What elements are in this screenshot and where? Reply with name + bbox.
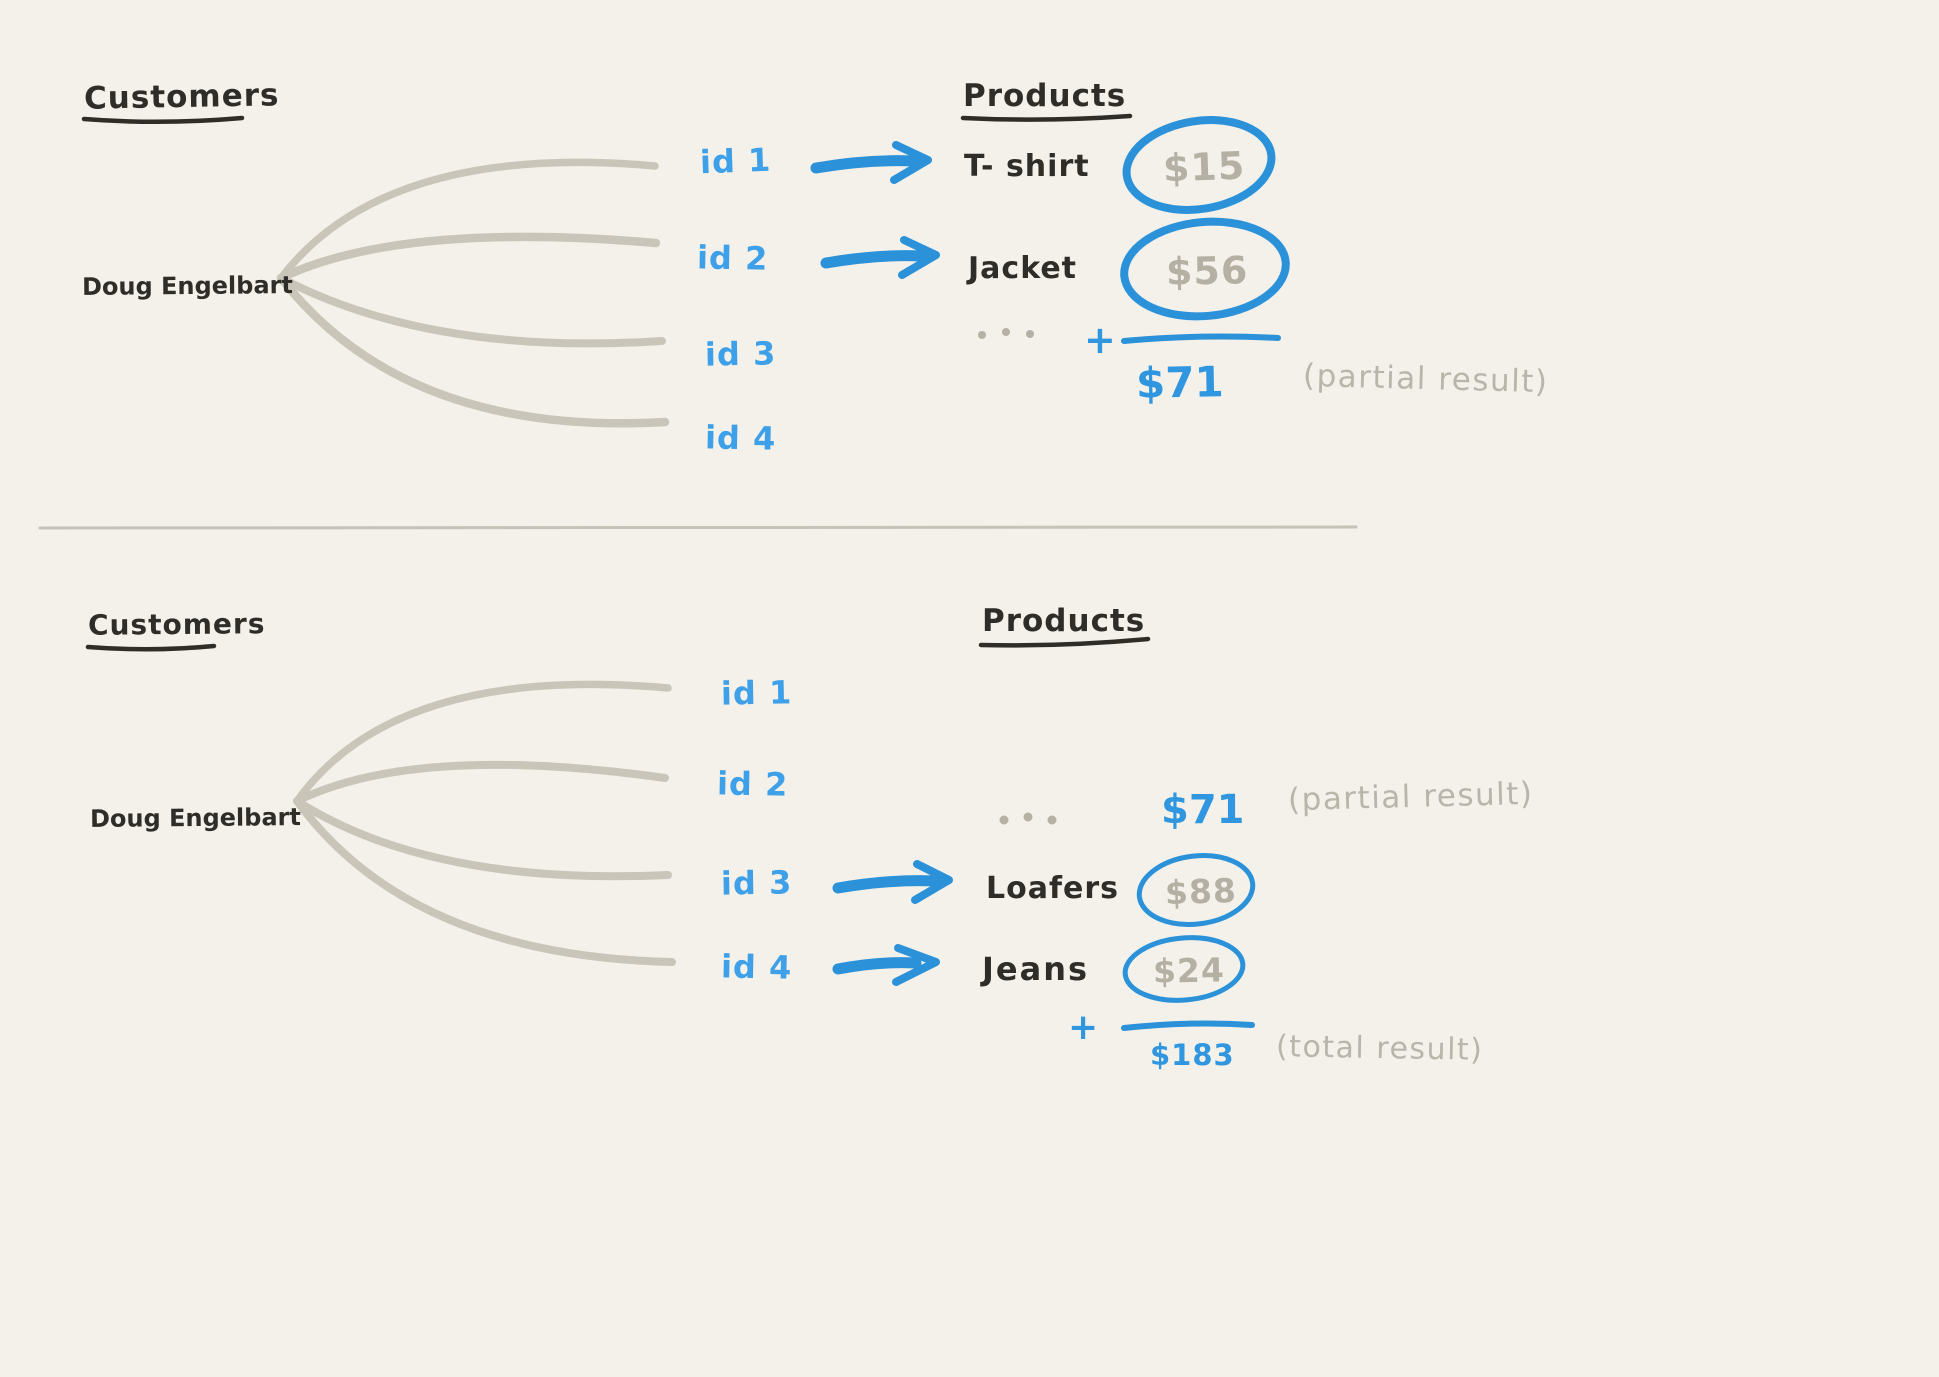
section-divider [38,525,1358,530]
ellipsis-dots-top [978,328,1034,339]
partial-sum-value-bottom: $71 [1161,787,1245,833]
product-name-loafers: Loafers [986,871,1120,906]
price-loafers: $88 [1164,870,1238,913]
customers-heading-top: Customers [83,77,280,117]
ellipsis-dots-bottom [999,812,1057,825]
id-label-3-bottom: id 3 [720,863,793,903]
id-label-4-top: id 4 [704,418,777,458]
price-circle-tshirt [1122,116,1276,214]
mapping-arrow-id4-jeans [832,944,940,986]
partial-sum-line-top [1121,333,1281,344]
products-underline-bottom [978,636,1151,648]
id-label-2-bottom: id 2 [716,764,789,804]
fan-line-id4-top [276,273,670,428]
customers-underline-bottom [85,643,217,652]
id-label-4-bottom: id 4 [720,947,793,987]
price-tshirt: $15 [1162,143,1247,191]
product-name-jeans: Jeans [982,950,1090,988]
mapping-arrow-id3-loafers [832,860,953,904]
fan-line-id3-top [277,274,666,348]
partial-sum-value-top: $71 [1135,357,1225,408]
price-jeans: $24 [1152,950,1226,991]
id-label-1-bottom: id 1 [720,673,793,713]
customers-underline-top [81,115,245,125]
total-sum-line-bottom [1121,1020,1255,1031]
product-name-jacket: Jacket [968,251,1078,286]
mapping-arrow-id1-tshirt [810,141,932,184]
id-label-1-top: id 1 [699,140,772,182]
products-underline-top [960,113,1133,122]
fan-line-id4-bottom [293,797,676,966]
total-sum-value: $183 [1150,1038,1235,1072]
fan-line-id3-bottom [293,797,672,881]
fan-line-id1-bottom [293,680,672,805]
products-heading-bottom: Products [982,603,1146,639]
fan-line-id1-top [277,158,659,282]
customers-heading-bottom: Customers [87,607,266,642]
price-circle-jeans [1122,935,1246,1003]
customer-node-bottom: Doug Engelbart [89,803,302,833]
price-jacket: $56 [1165,248,1249,294]
total-result-note: (total result) [1275,1029,1484,1068]
mapping-arrow-id2-jacket [820,236,940,279]
id-label-3-top: id 3 [704,334,777,374]
id-label-2-top: id 2 [696,238,769,278]
partial-result-note-top: (partial result) [1302,357,1549,401]
fan-line-id2-top [276,232,661,283]
plus-sign-bottom: + [1068,1007,1099,1048]
plus-sign-top: + [1084,318,1116,362]
customer-node-top: Doug Engelbart [81,271,294,301]
price-circle-loafers [1136,853,1256,927]
products-heading-top: Products [963,78,1127,114]
price-circle-jacket [1120,217,1290,321]
product-name-tshirt: T- shirt [964,149,1090,184]
fan-line-id2-bottom [293,760,669,805]
partial-result-note-bottom: (partial result) [1287,775,1534,819]
